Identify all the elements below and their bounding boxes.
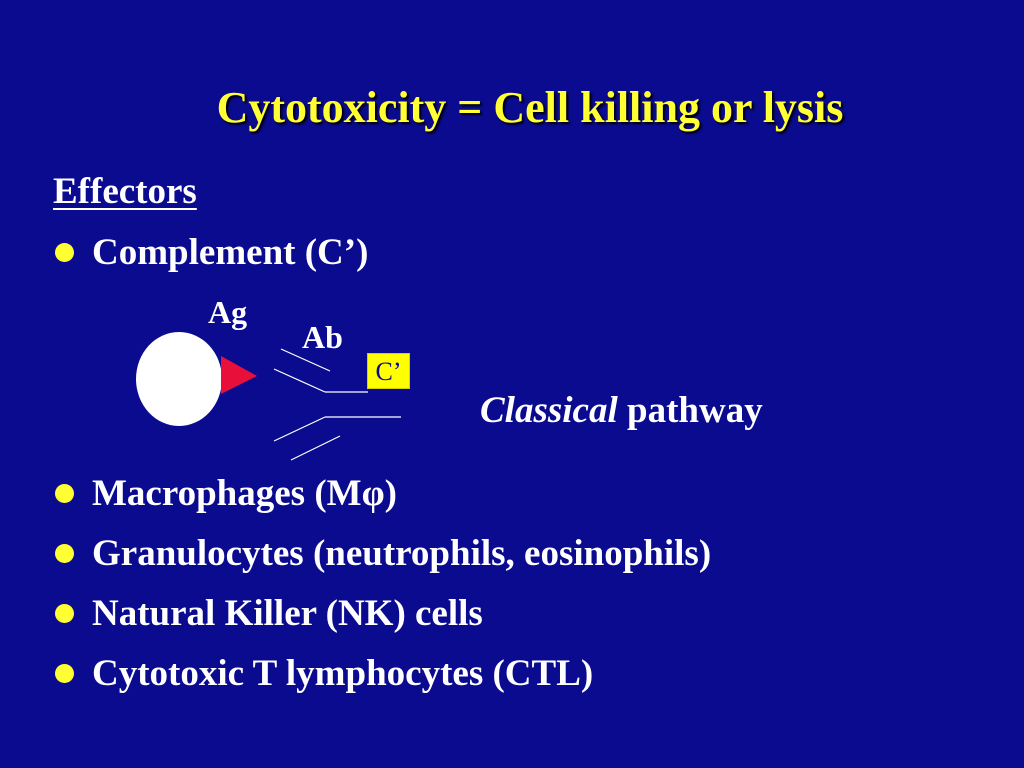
antigen-label: Ag [208,294,248,330]
slide-title: Cytotoxicity = Cell killing or lysis [216,83,844,132]
antibody-label: Ab [302,319,343,355]
complement-box: C’ [367,353,410,389]
bullet-text: Cytotoxic T lymphocytes (CTL) [92,653,594,694]
bullet-ctl: Cytotoxic T lymphocytes (CTL) [55,652,593,695]
bullet-text: Granulocytes (neutrophils, eosinophils) [92,533,712,574]
cell-shape [136,332,222,426]
antibody-arm-upper-2 [273,368,326,393]
bullet-macrophages: Macrophages (Mφ) [55,472,397,515]
antibody-arm-lower-1 [273,416,326,442]
bullet-text: Natural Killer (NK) cells [92,593,483,634]
bullet-dot-icon [55,484,74,503]
bullet-dot-icon [55,243,74,262]
bullet-complement: Complement (C’) [55,231,368,274]
bullet-granulocytes: Granulocytes (neutrophils, eosinophils) [55,532,711,575]
bullet-text: Macrophages (Mφ) [92,473,397,514]
pathway-italic-text: Classical [480,390,618,431]
bullet-text: Complement (C’) [92,232,369,273]
pathway-text: pathway [617,390,763,431]
pathway-label: Classical pathway [480,389,763,432]
bullet-dot-icon [55,604,74,623]
antibody-arm-lower-2 [290,435,341,461]
bullet-dot-icon [55,664,74,683]
bullet-dot-icon [55,544,74,563]
effectors-heading: Effectors [53,171,197,212]
antigen-triangle [221,356,257,394]
bullet-nk-cells: Natural Killer (NK) cells [55,592,483,635]
